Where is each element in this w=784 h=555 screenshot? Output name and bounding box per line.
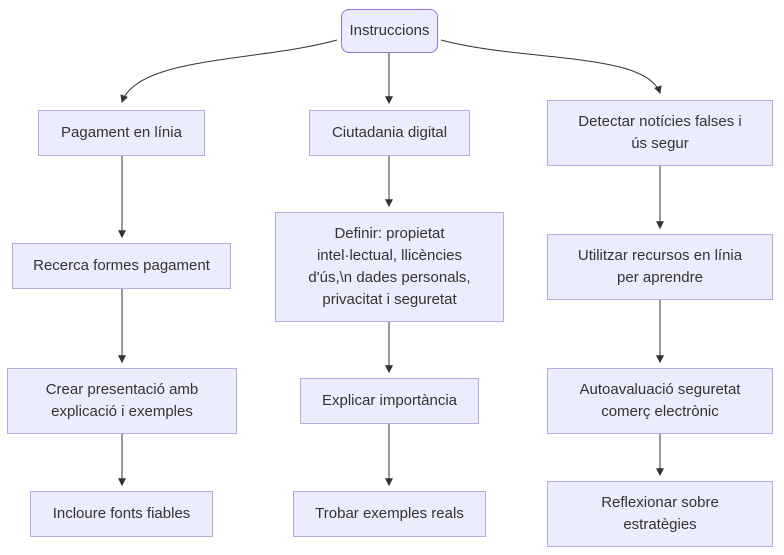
- node-definir-conceptes: Definir: propietat intel·lectual, llicèn…: [275, 212, 504, 322]
- edge-instruccions-to-pagament: [120, 39, 338, 104]
- node-reflexionar-estrategies: Reflexionar sobre estratègies: [547, 481, 773, 547]
- node-instruccions: Instruccions: [341, 9, 438, 53]
- node-detectar-noticies-falses: Detectar notícies falses i ús segur: [547, 100, 773, 166]
- node-crear-presentacio: Crear presentació amb explicació i exemp…: [7, 368, 237, 434]
- node-explicar-importancia: Explicar importància: [300, 378, 479, 424]
- node-incloure-fonts-fiables: Incloure fonts fiables: [30, 491, 213, 537]
- node-ciutadania-digital: Ciutadania digital: [309, 110, 470, 156]
- node-recerca-formes-pagament: Recerca formes pagament: [12, 243, 231, 289]
- node-trobar-exemples-reals: Trobar exemples reals: [293, 491, 486, 537]
- node-autoavaluacio-seguretat: Autoavaluació seguretat comerç electròni…: [547, 368, 773, 434]
- edge-instruccions-to-deteccio: [440, 39, 662, 95]
- node-utilitzar-recursos: Utilitzar recursos en línia per aprendre: [547, 234, 773, 300]
- node-pagament-en-linia: Pagament en línia: [38, 110, 205, 156]
